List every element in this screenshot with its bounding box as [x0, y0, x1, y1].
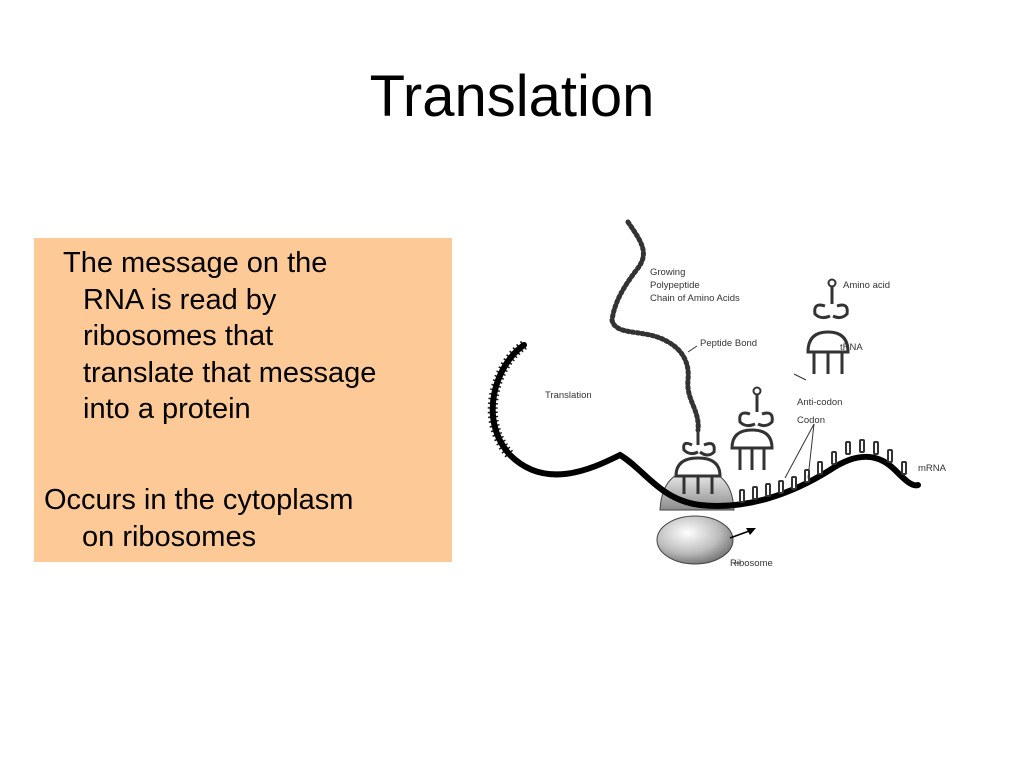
bullet-line: on ribosomes	[82, 520, 257, 553]
label-mrna: mRNA	[918, 463, 947, 474]
label-peptide-bond: Peptide Bond	[700, 338, 757, 349]
translation-diagram: Growing Polypeptide Chain of Amino Acids…	[487, 219, 947, 569]
label-trna: tRNA	[840, 342, 863, 353]
bullet-item: The message on the RNA is read by riboso…	[63, 245, 376, 428]
label-ribosome: Ribosome	[730, 558, 773, 569]
label-growing: Growing	[650, 267, 685, 278]
bullet-line: into a protein	[83, 393, 251, 425]
label-anticodon: Anti-codon	[797, 397, 842, 408]
label-polypeptide: Polypeptide	[650, 280, 700, 291]
direction-arrow-icon	[729, 528, 756, 539]
bullet-item: Occurs in the cytoplasm on ribosomes	[44, 482, 353, 555]
polypeptide-chain	[609, 219, 701, 433]
trna-icon	[730, 386, 774, 470]
bullet-line: ribosomes that	[83, 320, 274, 352]
codon-ticks	[739, 439, 907, 503]
label-chain: Chain of Amino Acids	[650, 293, 740, 304]
label-translation: Translation	[545, 390, 592, 401]
label-pointers	[687, 345, 815, 564]
bullet-line: translate that message	[83, 356, 377, 389]
trna-icon	[674, 430, 722, 494]
ribosome-shape	[656, 469, 735, 565]
trna-icon	[806, 278, 850, 374]
bullet-line: Occurs in the cytoplasm	[44, 484, 354, 516]
mrna-strand	[489, 342, 921, 509]
bullet-line: The message on the	[63, 247, 328, 279]
bullet-line: RNA is read by	[83, 283, 277, 316]
text-box: The message on the RNA is read by riboso…	[34, 238, 452, 562]
slide-title: Translation	[369, 64, 655, 129]
label-amino-acid: Amino acid	[843, 280, 890, 291]
label-codon: Codon	[797, 415, 825, 426]
